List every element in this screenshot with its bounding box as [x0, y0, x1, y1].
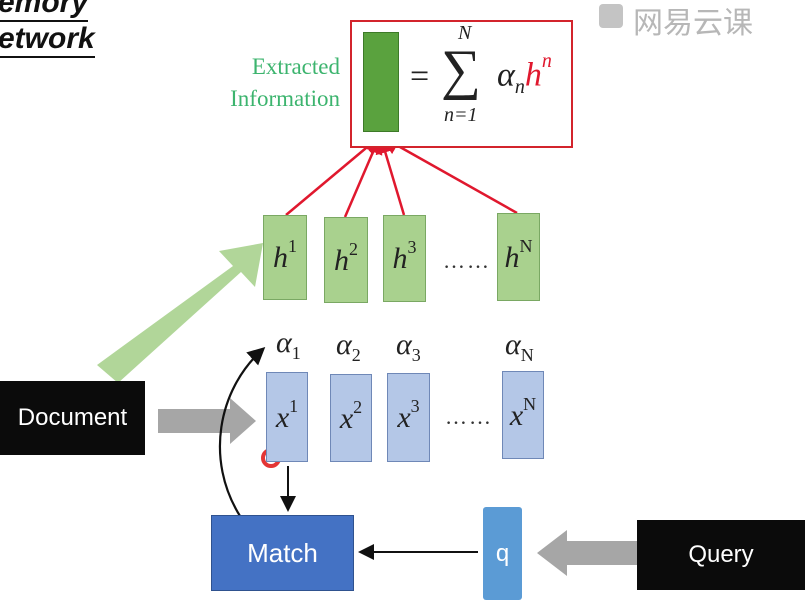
- input-box-3: x3: [387, 373, 430, 462]
- match-node: Match: [211, 515, 354, 591]
- input-label-n: xN: [509, 393, 537, 432]
- formula-h: h: [524, 56, 542, 94]
- extracted-line-1: Extracted: [251, 54, 340, 79]
- match-to-alpha-curve: [218, 347, 266, 517]
- formula-term: αnhn: [497, 50, 552, 99]
- formula-h-sup: n: [541, 50, 552, 72]
- extracted-line-2: Information: [230, 86, 340, 111]
- title-line-2: etwork: [0, 22, 95, 58]
- red-link-2: [343, 133, 383, 218]
- green-fat-arrow: [97, 243, 263, 383]
- red-link-n: [379, 135, 518, 215]
- play-icon: [599, 4, 623, 28]
- input-box-2: x2: [330, 374, 372, 462]
- formula-alpha-sub: n: [514, 76, 525, 99]
- input-ellipsis: ……: [445, 404, 493, 429]
- hidden-box-2: h2: [324, 217, 368, 303]
- input-box-1: x1: [266, 372, 308, 462]
- query-vector-q: q: [483, 507, 522, 600]
- input-label-2: x2: [339, 396, 363, 435]
- document-node: Document: [0, 381, 145, 455]
- extracted-info-bar: [363, 32, 399, 132]
- sum-symbol: ∑: [441, 39, 481, 101]
- red-link-1: [285, 134, 382, 216]
- hidden-box-3: h3: [383, 215, 426, 302]
- hidden-label-n: hN: [504, 235, 533, 274]
- grey-arrow-doc: [158, 398, 256, 444]
- watermark-text: 网易云课: [633, 6, 753, 41]
- grey-arrow-query: [537, 530, 637, 576]
- sum-lower-limit: n=1: [444, 104, 478, 126]
- red-link-3: [375, 133, 406, 216]
- hidden-ellipsis: ……: [443, 248, 491, 273]
- hidden-label-1: h1: [273, 236, 297, 274]
- input-label-3: x3: [397, 396, 420, 434]
- alpha-1: α1: [276, 326, 301, 363]
- formula-equals: =: [410, 58, 430, 95]
- sum-upper-limit: N: [458, 22, 472, 44]
- alpha-n: αN: [505, 328, 534, 365]
- input-box-n: xN: [502, 371, 544, 459]
- alpha-3: α3: [396, 328, 421, 365]
- title-line-1: emory: [0, 0, 89, 22]
- hidden-label-3: h3: [392, 237, 417, 275]
- hidden-box-1: h1: [263, 215, 307, 300]
- hidden-label-2: h2: [334, 238, 358, 277]
- extracted-label: Extracted Information: [198, 51, 340, 115]
- alpha-2: α2: [336, 328, 361, 365]
- hidden-box-n: hN: [497, 213, 540, 301]
- formula-alpha: α: [497, 56, 515, 94]
- query-node: Query: [637, 520, 805, 590]
- input-label-1: x1: [275, 395, 299, 434]
